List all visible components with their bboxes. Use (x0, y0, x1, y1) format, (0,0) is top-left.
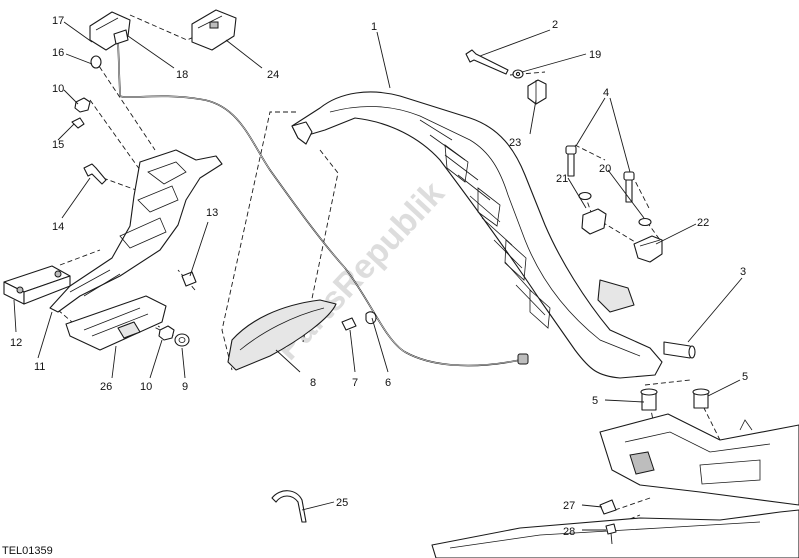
rear-frame-part (291, 91, 663, 379)
callout-27: 27 (563, 500, 575, 512)
clip-fastener-part (599, 499, 617, 515)
callout-labels: 1 2 3 4 5 5 6 7 8 9 10 10 11 12 13 14 15… (10, 15, 748, 538)
long-bolt-part (465, 49, 509, 75)
cable-clip-part (271, 490, 307, 523)
callout-5-left: 5 (592, 395, 598, 407)
callout-11: 11 (34, 361, 45, 373)
callout-4: 4 (603, 87, 609, 99)
callout-7: 7 (352, 377, 358, 389)
callout-22: 22 (697, 217, 709, 229)
callout-18: 18 (176, 69, 188, 81)
washer-part (512, 69, 524, 79)
bolt-part-b (623, 171, 635, 203)
bolt-part-a (565, 145, 577, 177)
screw-part-upper (71, 117, 85, 129)
callout-16: 16 (52, 47, 64, 59)
bushing-part-a (640, 388, 658, 411)
screw-part (605, 523, 617, 545)
callout-21: 21 (556, 173, 568, 185)
bracket-part (633, 235, 663, 263)
nut-part-upper (74, 97, 91, 113)
plate-holder-part (65, 295, 167, 351)
bulb-part (90, 55, 102, 69)
callout-5-right: 5 (742, 371, 748, 383)
callout-14: 14 (52, 221, 64, 233)
callout-13: 13 (206, 207, 218, 219)
nut-part-lower (158, 325, 175, 341)
callout-15: 15 (52, 139, 64, 151)
spacer-part (663, 341, 696, 359)
leader-lines (13, 21, 743, 531)
callout-25: 25 (336, 497, 348, 509)
callout-12: 12 (10, 337, 22, 349)
callout-1: 1 (371, 21, 377, 33)
clip-part (527, 79, 547, 105)
light-unit-spare-part (191, 9, 237, 51)
callout-9: 9 (182, 381, 188, 393)
callout-28: 28 (563, 526, 575, 538)
callout-19: 19 (589, 49, 601, 61)
callout-26: 26 (100, 381, 112, 393)
callout-20: 20 (599, 163, 611, 175)
light-unit-part (89, 11, 131, 51)
grommet-part-9 (174, 333, 190, 347)
plate-bracket-part (49, 149, 223, 313)
callout-2: 2 (552, 19, 558, 31)
bushing-part-b (692, 388, 710, 409)
screw-part-7 (341, 317, 357, 331)
clip-part-6 (365, 311, 377, 325)
bolt-part-14 (83, 163, 107, 185)
callout-10-upper: 10 (52, 83, 64, 95)
callout-17: 17 (52, 15, 64, 27)
callout-24: 24 (267, 69, 279, 81)
callout-23: 23 (509, 137, 521, 149)
callout-3: 3 (740, 266, 746, 278)
rubber-block-part (581, 208, 607, 235)
callout-6: 6 (385, 377, 391, 389)
grommet-part (181, 271, 197, 287)
reflector-part (3, 265, 71, 305)
wiring-cable (117, 39, 529, 367)
drawing-code: TEL01359 (2, 545, 53, 557)
callout-10-lower: 10 (140, 381, 152, 393)
subframe-part (431, 413, 799, 558)
callout-8: 8 (310, 377, 316, 389)
